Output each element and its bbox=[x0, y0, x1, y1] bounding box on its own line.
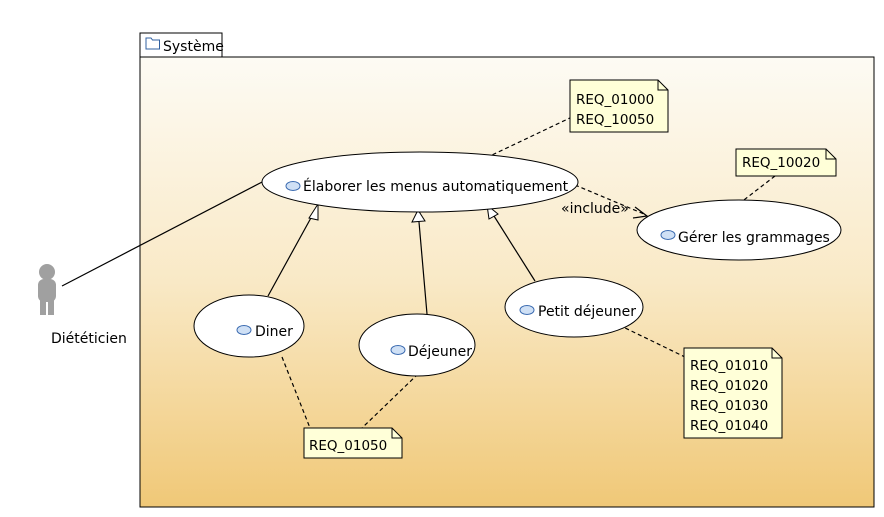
include-label: «include» bbox=[561, 201, 629, 217]
note-line: REQ_01040 bbox=[690, 418, 768, 434]
note-anchor-diner bbox=[281, 356, 311, 429]
note-line: REQ_01020 bbox=[690, 378, 768, 394]
note-gerer[interactable]: REQ_10020 bbox=[735, 148, 837, 177]
note-elaborer[interactable]: REQ_01000 REQ_10050 bbox=[569, 79, 669, 133]
use-case-gerer-label: Gérer les grammages bbox=[678, 230, 830, 246]
generalization-diner[interactable] bbox=[267, 202, 319, 297]
use-case-diner[interactable]: Diner bbox=[193, 294, 305, 358]
use-case-icon bbox=[285, 181, 301, 191]
system-title: Système bbox=[163, 39, 224, 55]
actor-dieteticien[interactable]: Diététicien bbox=[38, 264, 127, 347]
note-anchor-petit bbox=[618, 324, 686, 358]
note-anchor-elaborer bbox=[491, 116, 573, 156]
use-case-icon bbox=[236, 325, 252, 335]
use-case-elaborer[interactable]: Élaborer les menus automatiquement bbox=[261, 151, 579, 213]
use-case-elaborer-label: Élaborer les menus automatiquement bbox=[303, 178, 569, 195]
use-case-gerer[interactable]: Gérer les grammages bbox=[636, 199, 842, 261]
note-line: REQ_01000 bbox=[576, 92, 654, 108]
person-icon bbox=[38, 264, 56, 315]
folder-icon bbox=[145, 37, 160, 50]
actor-name: Diététicien bbox=[51, 331, 127, 347]
use-case-petit-dejeuner[interactable]: Petit déjeuner bbox=[504, 276, 644, 338]
note-petit-dejeuner[interactable]: REQ_01010 REQ_01020 REQ_01030 REQ_01040 bbox=[683, 347, 783, 439]
note-anchor-dejeuner bbox=[361, 373, 419, 429]
note-repas[interactable]: REQ_01050 bbox=[303, 427, 403, 459]
include-dependency[interactable] bbox=[574, 184, 649, 219]
use-case-diner-label: Diner bbox=[255, 324, 293, 340]
note-line: REQ_01010 bbox=[690, 358, 768, 374]
use-case-icon bbox=[390, 345, 406, 355]
note-line: REQ_10050 bbox=[576, 112, 654, 128]
use-case-dejeuner-label: Déjeuner bbox=[408, 344, 472, 360]
note-line: REQ_01030 bbox=[690, 398, 768, 414]
association-line[interactable] bbox=[61, 179, 267, 287]
use-case-petit-dejeuner-label: Petit déjeuner bbox=[538, 304, 636, 320]
use-case-icon bbox=[519, 305, 535, 315]
use-case-icon bbox=[660, 230, 676, 240]
note-line: REQ_01050 bbox=[309, 438, 387, 454]
generalization-dejeuner[interactable] bbox=[411, 208, 428, 315]
note-line: REQ_10020 bbox=[742, 155, 820, 171]
use-case-dejeuner[interactable]: Déjeuner bbox=[358, 313, 476, 377]
note-anchor-gerer bbox=[739, 175, 776, 204]
